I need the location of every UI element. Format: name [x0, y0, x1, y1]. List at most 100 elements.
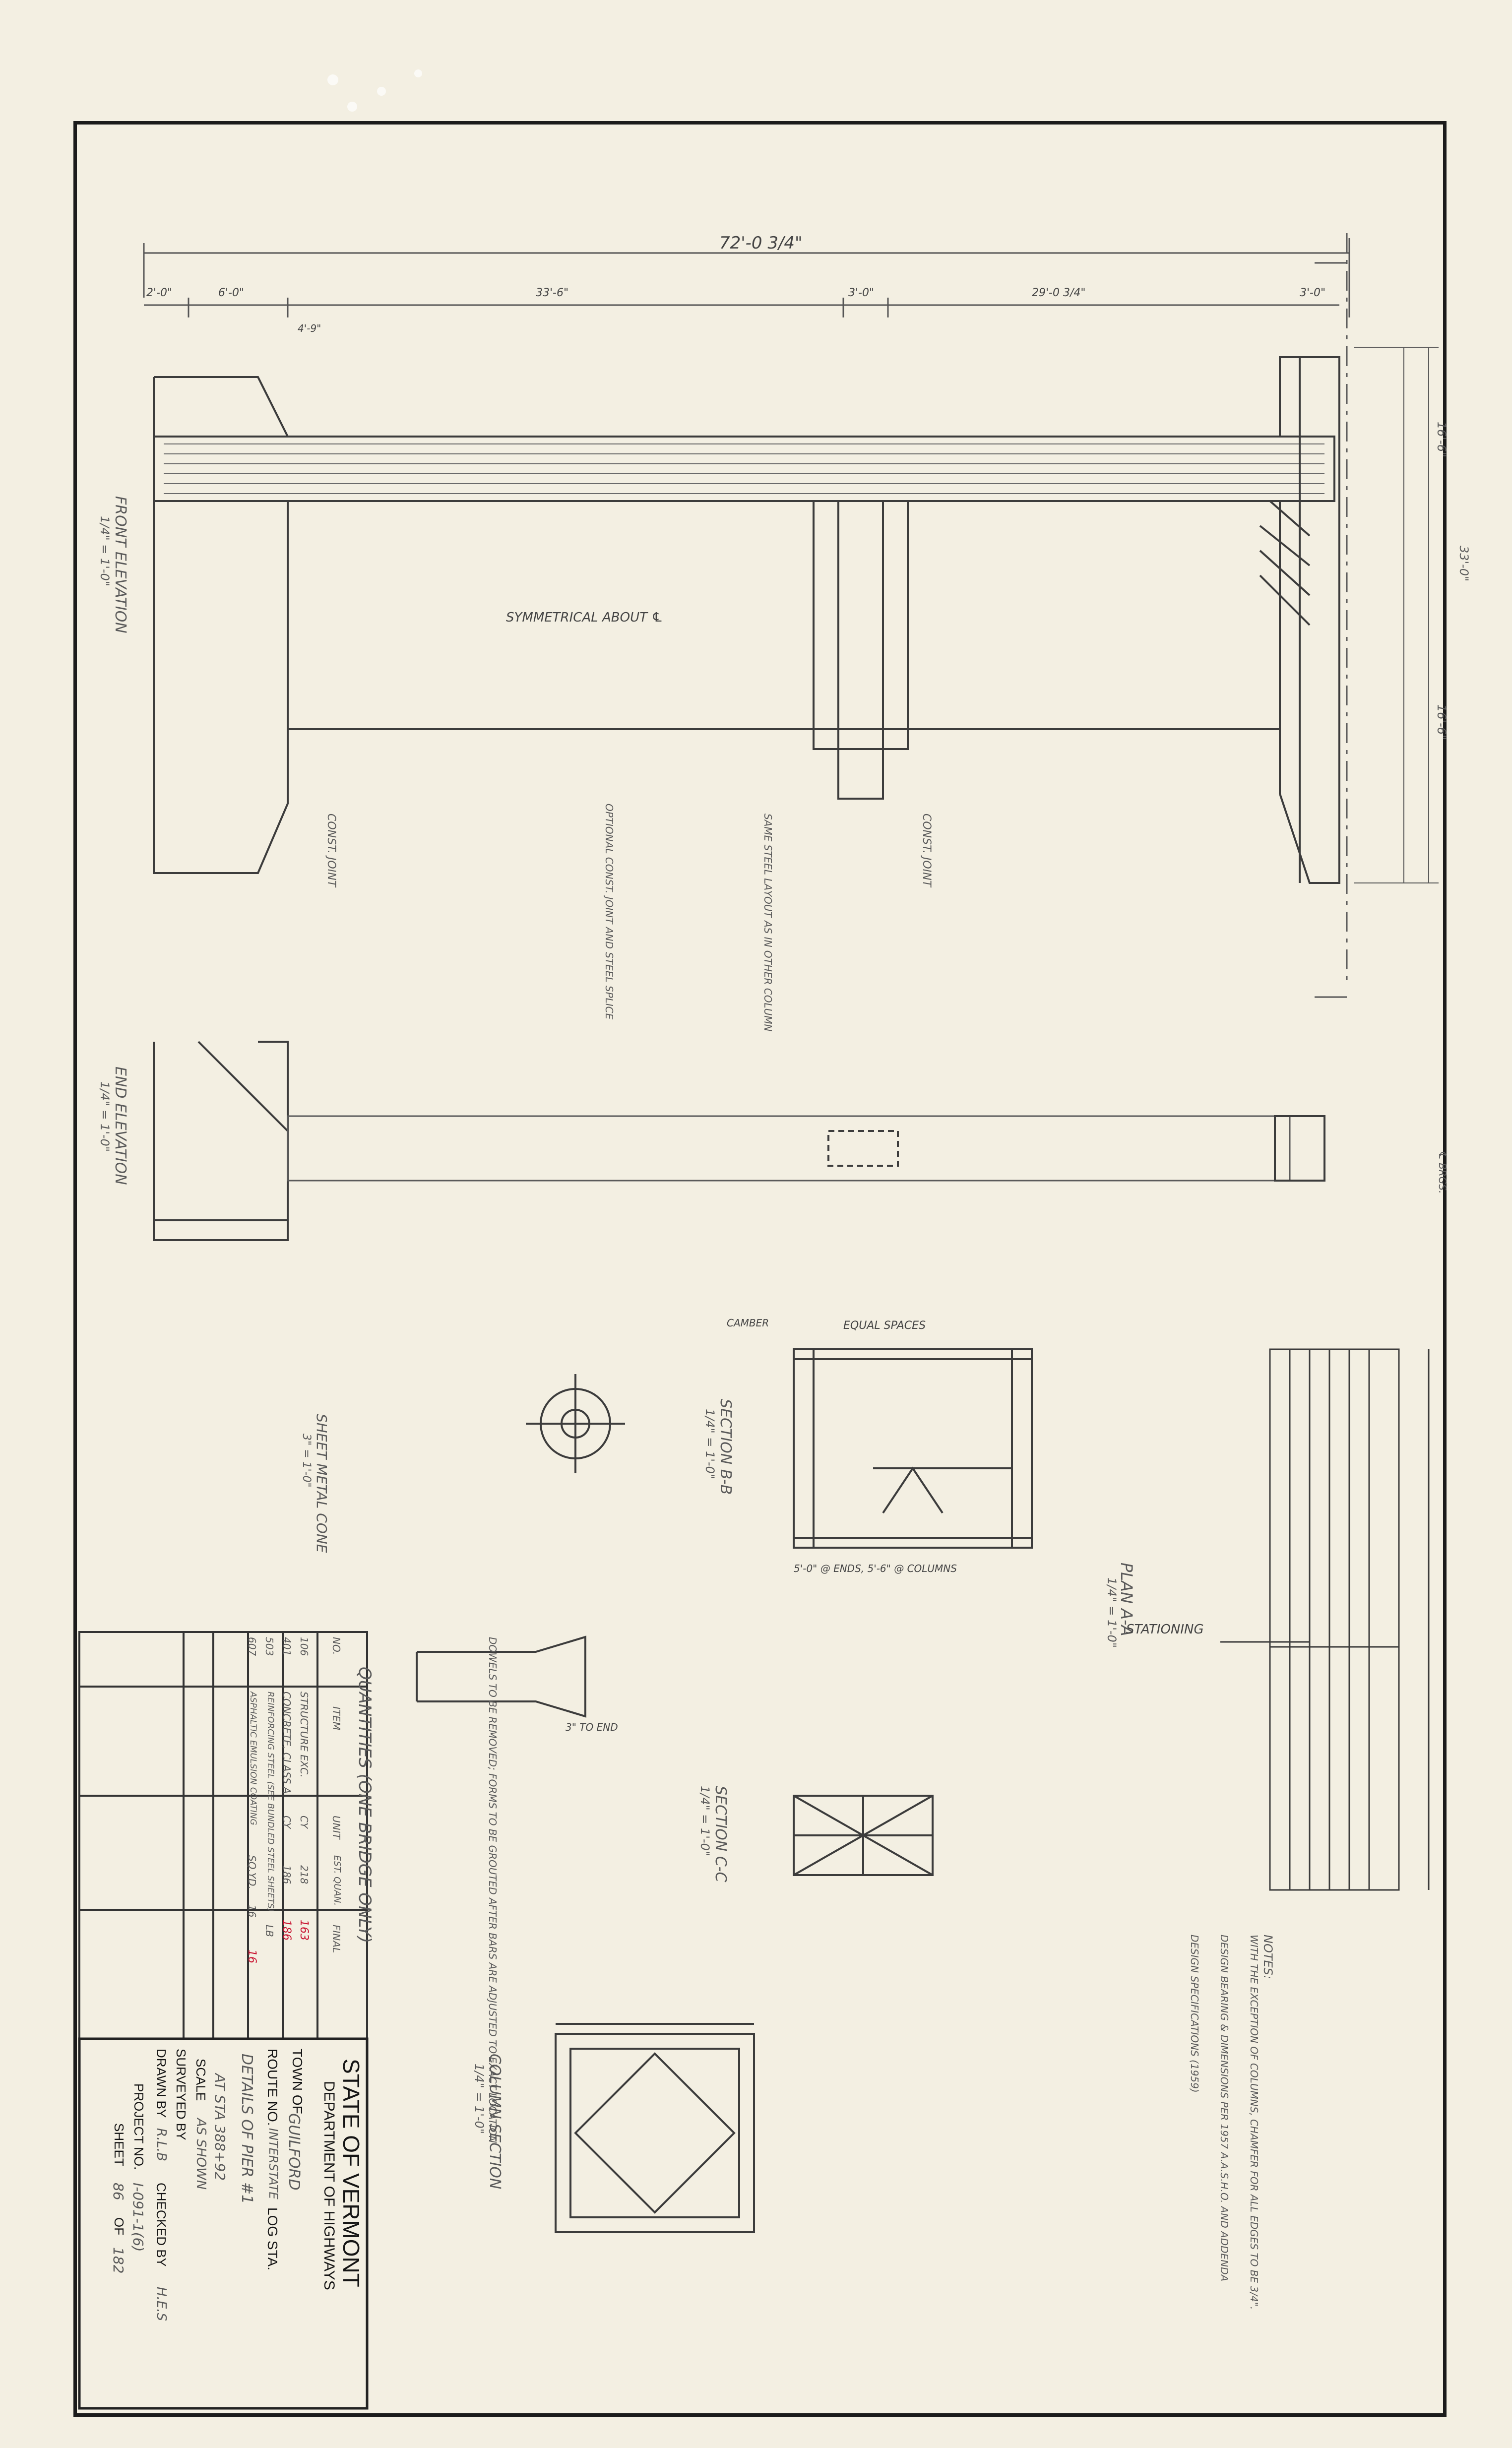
col-no: NO.: [330, 1637, 342, 1655]
project-value: I-091-1(6): [130, 2183, 146, 2252]
stationing-label: STATIONING: [1126, 1622, 1204, 1637]
dimension: 29'-0 3/4": [1032, 287, 1086, 299]
scale-value: AS SHOWN: [193, 2118, 208, 2190]
route-value: INTERSTATE: [266, 2128, 280, 2199]
sheet-total: 182: [110, 2247, 126, 2274]
row-no: 607: [246, 1637, 258, 1656]
optional-joint-label: OPTIONAL CONST. JOINT AND STEEL SPLICE: [603, 804, 615, 1020]
row-est: 218: [298, 1865, 310, 1884]
row-unit: SQ.YD.: [246, 1855, 258, 1889]
scale-label: SCALE: [193, 2059, 208, 2101]
log-sta-label: LOG STA.: [265, 2207, 280, 2271]
column-section-scale: 1/4" = 1'-0": [472, 2064, 486, 2134]
dimension: 16'-6": [1435, 704, 1449, 741]
row-est: 16: [246, 1905, 258, 1918]
row-est: 186: [281, 1865, 293, 1884]
row-final: 163: [298, 1920, 310, 1941]
bearing-top-label: 3" TO END: [566, 1721, 618, 1733]
row-no: 503: [263, 1637, 275, 1656]
sheet-border: [73, 121, 1447, 2417]
column-section: [555, 2023, 755, 2233]
row-no: 401: [281, 1637, 293, 1656]
description: DETAILS OF PIER #1: [238, 2054, 255, 2204]
end-elevation: [153, 1041, 1325, 1241]
sheet-metal-cone-title: SHEET METAL CONE: [314, 1414, 330, 1553]
equal-spaces-label: EQUAL SPACES: [843, 1319, 926, 1332]
title-block: [78, 2037, 369, 2410]
drawn-label: DRAWN BY: [154, 2049, 169, 2118]
front-elevation: [153, 356, 1340, 884]
dimension: 2'-0": [146, 287, 173, 299]
route-label: ROUTE NO.: [265, 2049, 280, 2126]
const-joint-label: CONST. JOINT: [920, 814, 933, 887]
section-cc: [793, 1795, 934, 1876]
project-label: PROJECT NO.: [131, 2083, 146, 2170]
row-item: REINFORCING STEEL (SEE BUNDLED STEEL SHE…: [265, 1692, 275, 1912]
same-steel-label: SAME STEEL LAYOUT AS IN OTHER COLUMN: [762, 814, 774, 1032]
punch-hole: [327, 74, 338, 85]
checked-label: CHECKED BY: [154, 2183, 169, 2267]
section-bb-title: SECTION B-B: [717, 1399, 734, 1495]
dimension: 4'-9": [298, 322, 321, 334]
front-elevation-title: FRONT ELEVATION: [112, 496, 129, 633]
notes-heading: NOTES:: [1261, 1935, 1275, 1979]
row-final: 16: [246, 1949, 258, 1963]
row-item: ASPHALTIC EMULSION COATING: [248, 1692, 258, 1825]
punch-hole: [414, 69, 422, 77]
section-bb-scale: 1/4" = 1'-0": [703, 1409, 717, 1479]
front-elevation-scale: 1/4" = 1'-0": [98, 516, 112, 586]
section-cc-title: SECTION C-C: [712, 1786, 729, 1883]
section-cc-scale: 1/4" = 1'-0": [698, 1786, 712, 1856]
col-final: FINAL: [330, 1925, 342, 1953]
dimension: 6'-0": [218, 287, 245, 299]
row-item: CONCRETE, CLASS A: [281, 1692, 293, 1794]
checked-value: H.E.S: [154, 2287, 169, 2322]
dimension: 3'-0": [848, 287, 875, 299]
row-unit: CY: [298, 1816, 310, 1829]
drawn-value: R.L.B: [154, 2128, 169, 2161]
note-2: DESIGN BEARING & DIMENSIONS PER 1957 A.A…: [1218, 1935, 1230, 2282]
town-label: TOWN OF: [290, 2049, 305, 2114]
const-joint-label: CONST. JOINT: [325, 814, 337, 887]
note-1: WITH THE EXCEPTION OF COLUMNS, CHAMFER F…: [1248, 1935, 1260, 2310]
row-unit: CY: [281, 1816, 293, 1829]
row-no: 106: [298, 1637, 310, 1656]
row-final: 186: [280, 1920, 293, 1941]
quantities-table: [78, 1631, 368, 2040]
punch-hole: [347, 102, 357, 112]
overall-dimension: 72'-0 3/4": [719, 233, 803, 253]
dowels-note: DOWELS TO BE REMOVED; FORMS TO BE GROUTE…: [487, 1637, 499, 2143]
punch-hole: [377, 87, 386, 96]
end-elevation-title: END ELEVATION: [112, 1067, 129, 1185]
dimension: 33'-0": [1457, 546, 1471, 582]
sheet-metal-cone: [416, 1374, 625, 1718]
col-item: ITEM: [330, 1706, 342, 1731]
print-stamp: [54, 121, 63, 123]
sheet-label: SHEET: [112, 2123, 126, 2166]
row-unit: LB: [263, 1925, 275, 1937]
of-label: OF: [112, 2217, 126, 2236]
ends-columns-label: 5'-0" @ ENDS, 5'-6" @ COLUMNS: [794, 1563, 957, 1574]
sheet-metal-cone-scale: 3" = 1'-0": [300, 1434, 313, 1488]
surveyed-label: SURVEYED BY: [174, 2049, 189, 2140]
dimension: 16'-6": [1435, 422, 1449, 458]
symmetrical-label: SYMMETRICAL ABOUT ℄: [506, 610, 663, 625]
brg-label: ℄ BRGS.: [1437, 1151, 1449, 1194]
end-elevation-scale: 1/4" = 1'-0": [98, 1081, 112, 1152]
sheet-number: 86: [110, 2183, 126, 2200]
department-heading: DEPARTMENT OF HIGHWAYS: [321, 2081, 337, 2290]
row-item: STRUCTURE EXC.: [298, 1692, 310, 1778]
state-heading: STATE OF VERMONT: [338, 2059, 364, 2287]
town-value: GUILFORD: [285, 2113, 303, 2191]
station-note: AT STA 388+92: [212, 2073, 228, 2181]
section-bb: [793, 1348, 1033, 1549]
plan-aa: [1220, 1348, 1430, 1891]
note-3: DESIGN SPECIFICATIONS (1959): [1189, 1935, 1200, 2093]
col-unit: UNIT: [330, 1816, 342, 1839]
col-est: EST. QUAN.: [332, 1855, 342, 1906]
plan-aa-scale: 1/4" = 1'-0": [1105, 1577, 1119, 1648]
dimension: 33'-6": [536, 287, 569, 299]
dimension: 3'-0": [1300, 287, 1326, 299]
camber-label: CAMBER: [727, 1317, 769, 1329]
